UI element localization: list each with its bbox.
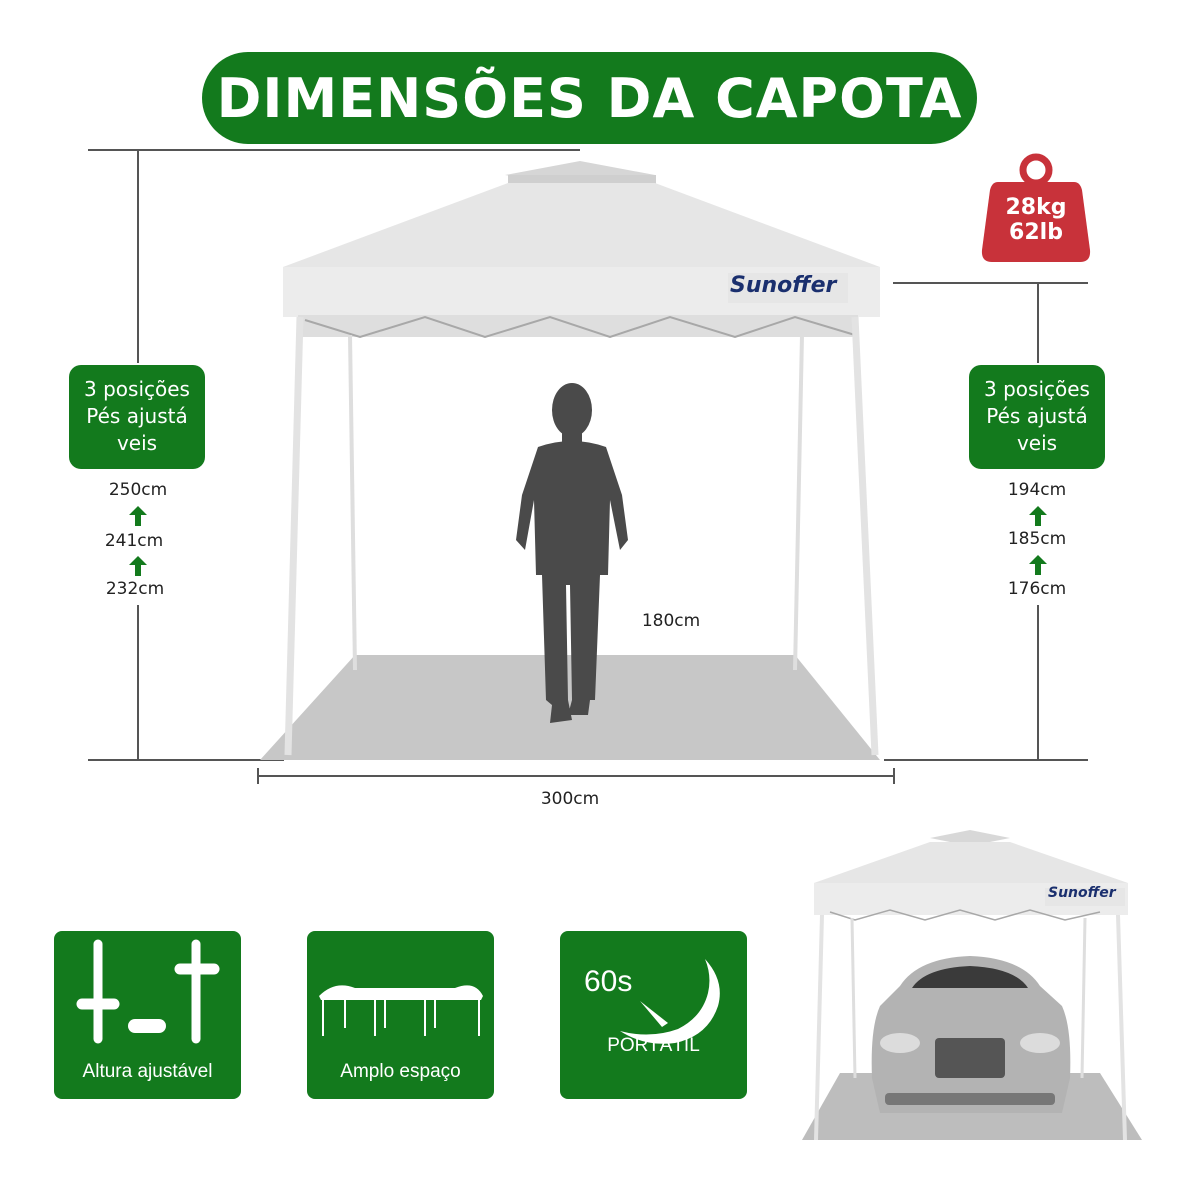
feature-portable: 60s PORTÁTIL: [560, 931, 747, 1099]
right-box-line-3: veis: [1016, 431, 1058, 455]
right-box-line-2: Pés ajustá: [986, 404, 1088, 428]
left-adjustable-box: 3 posições Pés ajustá veis: [69, 365, 205, 469]
feature-adjustable-height: Altura ajustável: [54, 931, 241, 1099]
width-dimension-line: [258, 775, 894, 777]
brand-logo-small: Sunoffer: [1048, 885, 1116, 901]
right-box-line-1: 3 posições: [984, 377, 1090, 401]
canopy-car-illustration: [802, 830, 1142, 1141]
adjustable-legs-icon: [76, 939, 220, 1044]
timer-text: 60s: [584, 965, 633, 998]
person-silhouette: [516, 383, 628, 723]
arrow-up-icon: [1029, 555, 1047, 575]
left-vertical-line-bottom: [137, 605, 139, 760]
left-height-1: 250cm: [108, 480, 168, 500]
brand-logo: Sunoffer: [730, 273, 836, 298]
right-vertical-line-top: [1037, 283, 1039, 363]
right-height-1: 194cm: [1007, 480, 1067, 500]
left-height-3: 232cm: [105, 579, 165, 599]
weight-text: 28kg 62lb: [980, 195, 1092, 245]
page-title: DIMENSÕES DA CAPOTA: [216, 66, 963, 130]
person-height-label: 180cm: [641, 611, 701, 631]
wide-canopy-icon: [319, 985, 483, 1036]
brand-name: Sunoffer: [1048, 885, 1116, 901]
arrow-up-icon: [1029, 506, 1047, 526]
right-top-line: [893, 282, 1088, 284]
top-dimension-line: [88, 149, 580, 151]
title-banner: DIMENSÕES DA CAPOTA: [202, 52, 977, 144]
weight-lb: 62lb: [1009, 220, 1063, 245]
right-adjustable-box: 3 posições Pés ajustá veis: [969, 365, 1105, 469]
feature-wide-space: Amplo espaço: [307, 931, 494, 1099]
width-label: 300cm: [540, 789, 600, 809]
right-vertical-line-bottom: [1037, 605, 1039, 760]
brand-name: Sunoffer: [730, 273, 837, 298]
right-height-2: 185cm: [1007, 529, 1067, 549]
feature-label: Altura ajustável: [82, 1061, 213, 1082]
width-dimension-tick-right: [893, 768, 895, 784]
weight-icon: [981, 153, 1091, 262]
width-dimension-tick-left: [257, 768, 259, 784]
feature-label: PORTÁTIL: [607, 1035, 700, 1056]
left-box-line-2: Pés ajustá: [86, 404, 188, 428]
right-height-3: 176cm: [1007, 579, 1067, 599]
arrow-up-icon: [129, 506, 147, 526]
weight-kg: 28kg: [1005, 195, 1067, 220]
feature-label: Amplo espaço: [340, 1061, 461, 1082]
bottom-left-line: [88, 759, 284, 761]
car-icon: [871, 956, 1071, 1113]
bottom-right-line: [884, 759, 1088, 761]
left-box-line-1: 3 posições: [84, 377, 190, 401]
left-vertical-line-top: [137, 150, 139, 363]
arrow-up-icon: [129, 556, 147, 576]
left-box-line-3: veis: [116, 431, 158, 455]
timer-icon: [620, 959, 720, 1044]
left-height-2: 241cm: [104, 531, 164, 551]
canopy-illustration: [260, 161, 880, 760]
